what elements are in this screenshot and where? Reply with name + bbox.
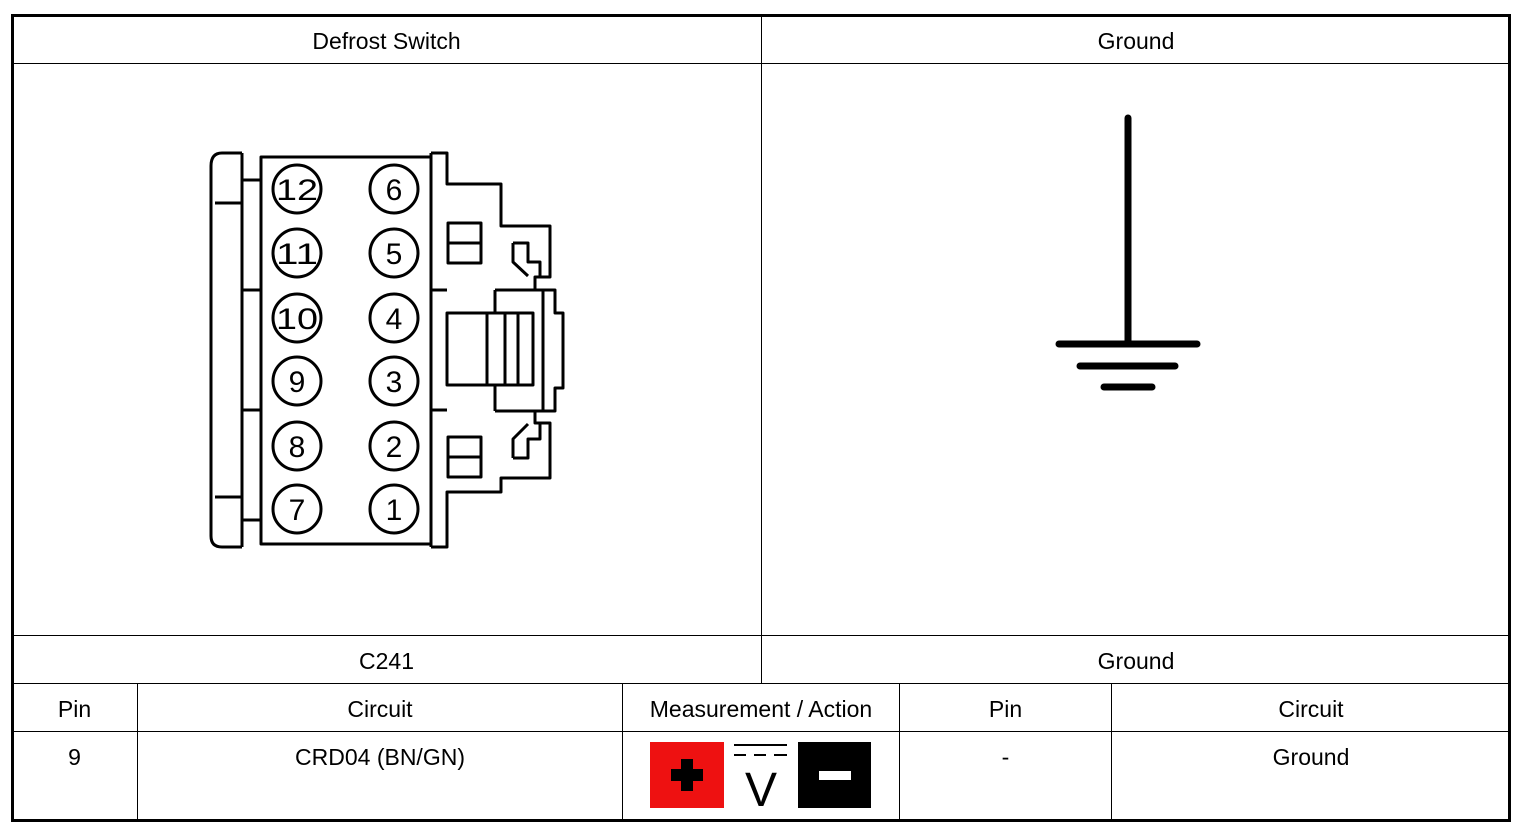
row-pin-b: - [1001,744,1010,770]
table-header-divider [12,731,1510,732]
pin-label-12: 12 [276,174,318,207]
col-header-circuit-a: Circuit [347,696,413,722]
diagram-frame [11,14,1511,822]
col-divider-2 [622,684,623,820]
pin-label-6: 6 [386,174,403,207]
col-divider-4 [1111,684,1112,820]
col-divider-1 [137,684,138,820]
right-connector-label: Ground [1097,648,1175,674]
left-connector-label: C241 [359,648,414,674]
pin-label-7: 7 [289,494,306,527]
ground-symbol-icon [1055,114,1201,391]
pin-label-8: 8 [289,431,306,464]
row-pin-a: 9 [68,744,81,770]
voltmeter-v-label: V [745,764,777,817]
pin-label-5: 5 [386,238,403,271]
pin-label-2: 2 [386,431,403,464]
col-header-pin-a: Pin [57,696,92,722]
measurement-icons: V [650,742,871,817]
pin-label-4: 4 [386,303,403,336]
row-circuit-b: Ground [1272,744,1350,770]
col-divider-3 [899,684,900,820]
pin-label-11: 11 [276,238,318,271]
col-header-measurement: Measurement / Action [649,696,873,722]
defrost-switch-title: Defrost Switch [312,28,461,54]
col-header-circuit-b: Circuit [1278,696,1344,722]
pin-label-9: 9 [289,366,306,399]
dc-voltmeter-icon: V [734,744,787,817]
pin-label-3: 3 [386,366,403,399]
pin-label-1: 1 [386,494,403,527]
pin-label-10: 10 [276,303,318,336]
row-circuit-a: CRD04 (BN/GN) [295,744,465,770]
center-divider [761,16,762,684]
ground-title: Ground [1097,28,1175,54]
col-header-pin-b: Pin [988,696,1023,722]
